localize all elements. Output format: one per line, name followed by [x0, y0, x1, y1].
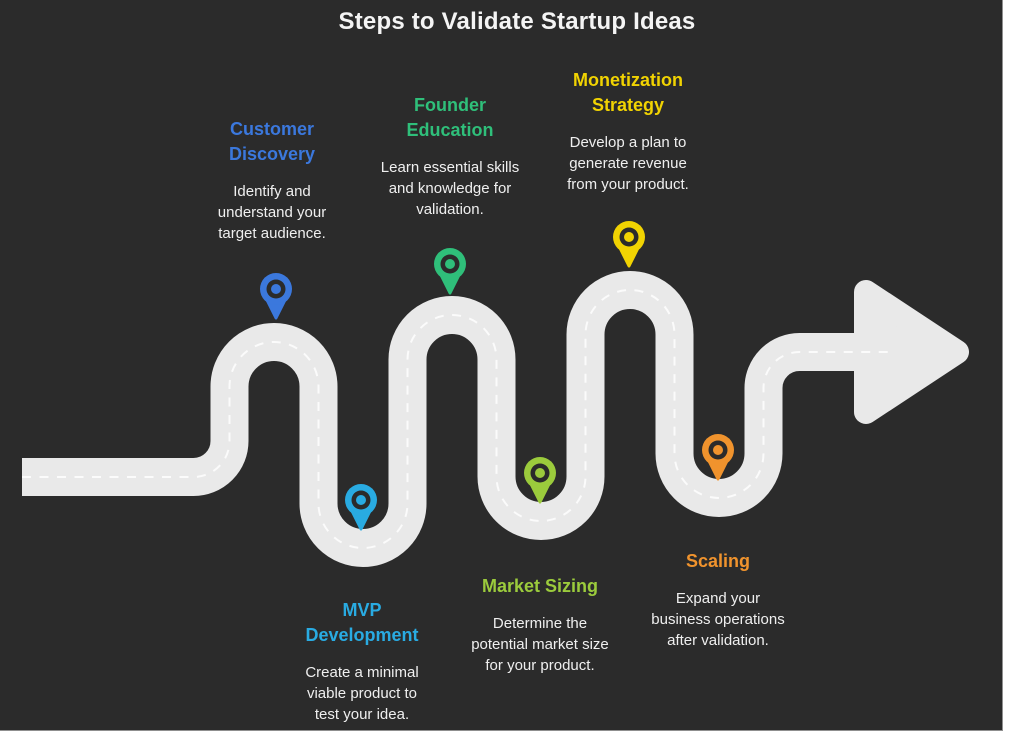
step-title: Founder Education [406, 95, 494, 140]
step-description: Develop a plan to generate revenue from … [567, 134, 689, 193]
step-description: Learn essential skills and knowledge for… [380, 159, 520, 218]
step-title: Monetization Strategy [573, 70, 683, 115]
step-customer-discovery: Customer Discovery Identify and understa… [172, 117, 372, 244]
step-description: Create a minimal viable product to test … [305, 664, 419, 723]
step-founder-education: Founder Education Learn essential skills… [350, 93, 550, 220]
step-description: Identify and understand your target audi… [217, 183, 327, 242]
step-title: Customer Discovery [228, 119, 316, 164]
step-title: MVP Development [305, 600, 419, 645]
step-market-sizing: Market Sizing Determine the potential ma… [440, 574, 640, 676]
step-monetization-strategy: Monetization Strategy Develop a plan to … [528, 68, 728, 195]
page-title: Steps to Validate Startup Ideas [338, 8, 696, 35]
step-title: Market Sizing [481, 576, 599, 596]
step-mvp-development: MVP Development Create a minimal viable … [262, 598, 462, 725]
step-description: Expand your business operations after va… [651, 590, 785, 649]
canvas-background: Steps to Validate Startup Ideas Customer… [0, 0, 1003, 731]
step-description: Determine the potential market size for … [471, 615, 609, 674]
step-title: Scaling [685, 551, 751, 571]
step-scaling: Scaling Expand your business operations … [618, 549, 818, 651]
